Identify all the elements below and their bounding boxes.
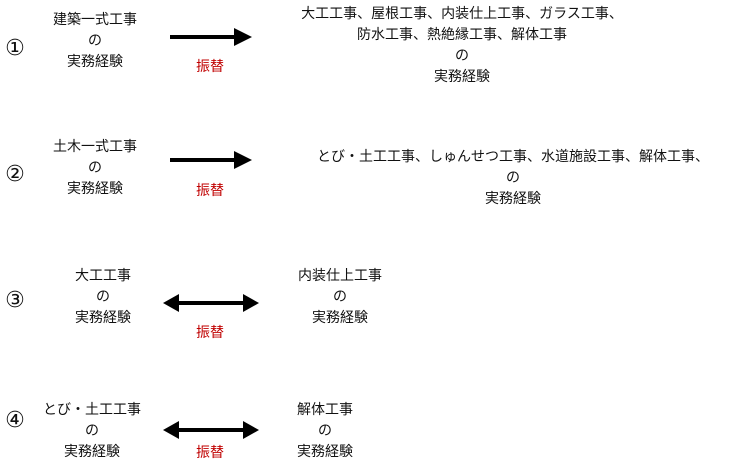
row-3-source-line-3: 実務経験 <box>75 310 131 326</box>
row-4-target-line-2: の <box>318 423 332 439</box>
row-2-source-line-2: の <box>88 160 102 176</box>
row-3-double-arrow <box>163 294 259 312</box>
row-1-number: ① <box>5 36 25 61</box>
row-2-source: 土木一式工事 の 実務経験 <box>40 137 150 200</box>
row-1-transfer-label: 振替 <box>196 59 224 75</box>
row-3-source-line-1: 大工工事 <box>75 268 131 284</box>
row-3-target-line-2: の <box>333 289 347 305</box>
row-3-source-line-2: の <box>96 289 110 305</box>
row-2-number: ② <box>5 162 25 187</box>
row-3-target-line-1: 内装仕上工事 <box>298 268 382 284</box>
row-1-target-line-2: 防水工事、熱絶縁工事、解体工事 <box>357 27 567 43</box>
row-4-number: ④ <box>5 408 25 433</box>
row-4-source-line-3: 実務経験 <box>64 444 120 460</box>
row-1-target-line-4: 実務経験 <box>434 69 490 85</box>
row-1-target-line-3: の <box>455 48 469 64</box>
row-2-source-line-3: 実務経験 <box>67 181 123 197</box>
row-4-source-line-1: とび・土工工事 <box>43 402 141 418</box>
row-2-target-line-2: の <box>506 170 520 186</box>
row-1-target-line-1: 大工工事、屋根工事、内装仕上工事、ガラス工事、 <box>301 6 623 22</box>
row-3-transfer-label: 振替 <box>196 325 224 341</box>
row-1-source-line-3: 実務経験 <box>67 54 123 70</box>
row-3-target: 内装仕上工事 の 実務経験 <box>285 266 395 329</box>
row-1-source-line-2: の <box>88 33 102 49</box>
row-4-transfer-label: 振替 <box>196 445 224 461</box>
row-4-target-line-3: 実務経験 <box>297 444 353 460</box>
row-4-source-line-2: の <box>85 423 99 439</box>
row-4-target: 解体工事 の 実務経験 <box>270 400 380 463</box>
row-2-arrow <box>170 151 252 169</box>
row-3-target-line-3: 実務経験 <box>312 310 368 326</box>
row-1-arrow <box>170 28 252 46</box>
row-1-source: 建築一式工事 の 実務経験 <box>40 10 150 73</box>
row-2-source-line-1: 土木一式工事 <box>53 139 137 155</box>
row-3-source: 大工工事 の 実務経験 <box>48 266 158 329</box>
row-4-source: とび・土工工事 の 実務経験 <box>30 400 154 463</box>
row-2-target-line-1: とび・土工工事、しゅんせつ工事、水道施設工事、解体工事、 <box>317 149 709 165</box>
row-2-transfer-label: 振替 <box>196 183 224 199</box>
row-1-source-line-1: 建築一式工事 <box>53 12 137 28</box>
row-4-target-line-1: 解体工事 <box>297 402 353 418</box>
row-3-number: ③ <box>5 288 25 313</box>
row-2-target: とび・土工工事、しゅんせつ工事、水道施設工事、解体工事、 の 実務経験 <box>278 147 748 210</box>
row-1-target: 大工工事、屋根工事、内装仕上工事、ガラス工事、 防水工事、熱絶縁工事、解体工事 … <box>262 4 662 88</box>
row-2-target-line-3: 実務経験 <box>485 191 541 207</box>
row-4-double-arrow <box>163 421 259 439</box>
